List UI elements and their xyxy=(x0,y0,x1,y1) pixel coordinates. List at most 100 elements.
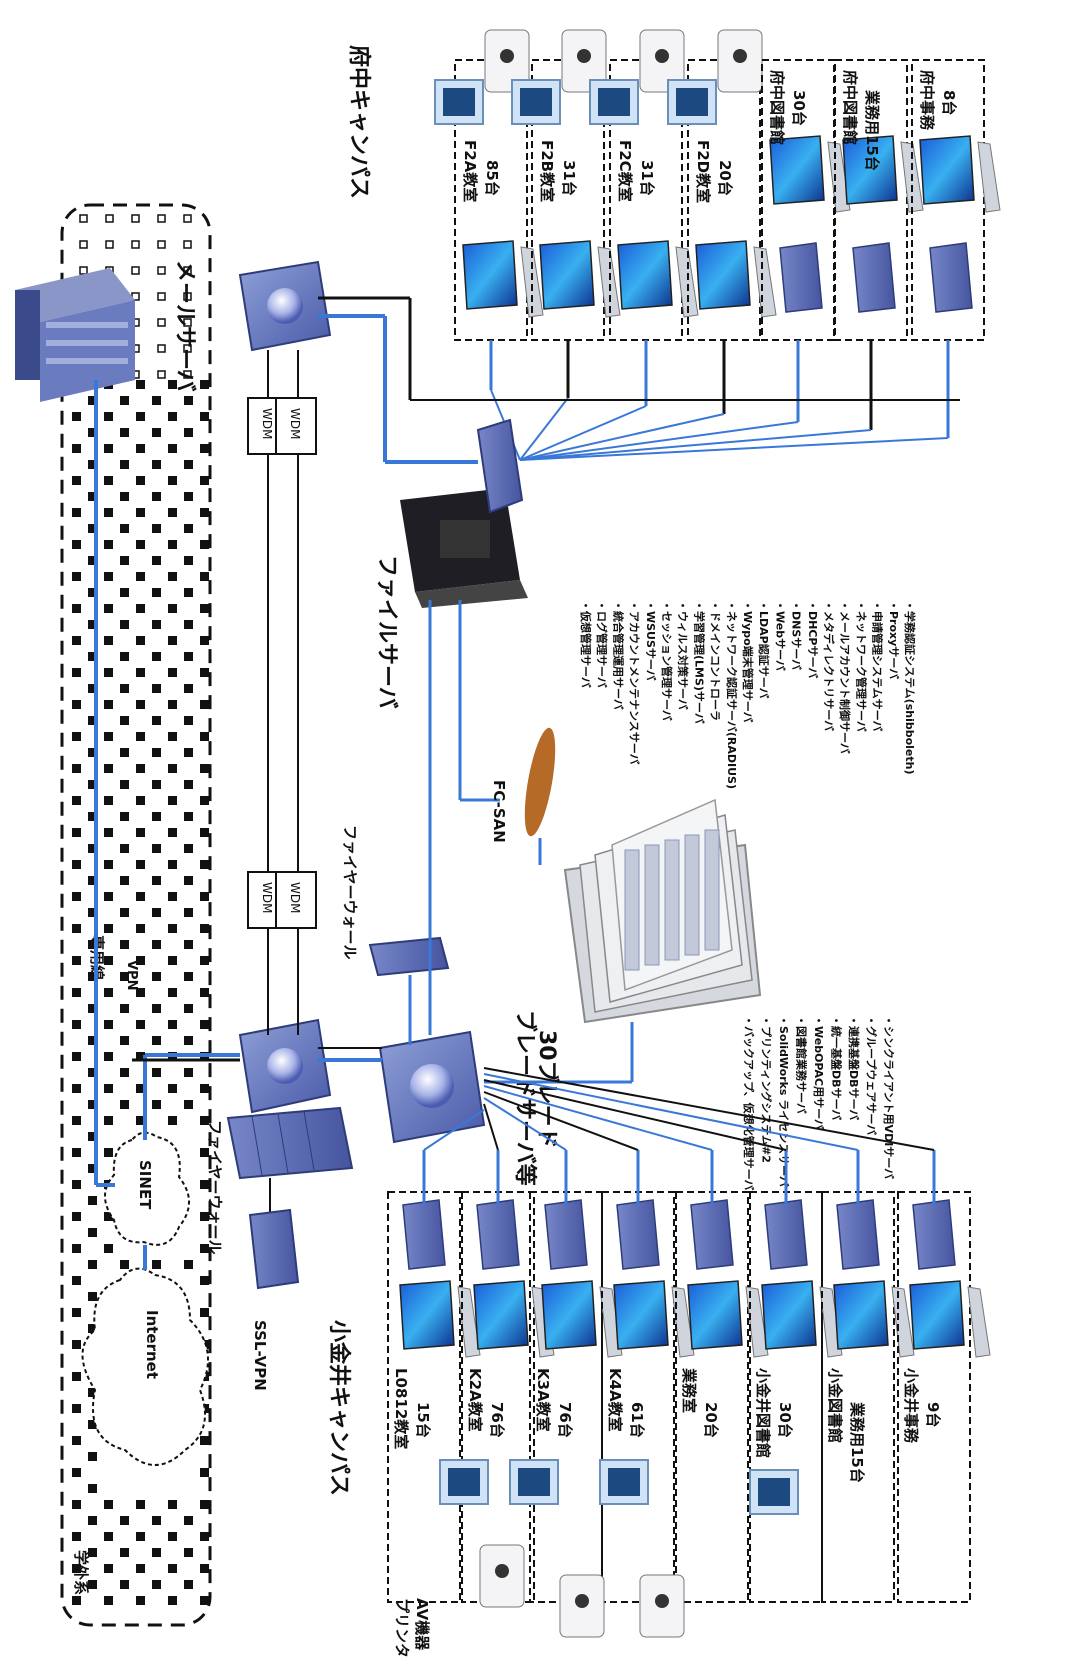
koganei-room-name: 小金図書館 xyxy=(826,1368,844,1443)
checker-square xyxy=(88,460,97,469)
checker-square xyxy=(200,956,209,965)
checker-square xyxy=(183,344,192,353)
checker-square xyxy=(88,620,97,629)
checker-square xyxy=(104,476,113,485)
projector-screen-icon xyxy=(589,79,639,125)
checker-square xyxy=(88,396,97,405)
fuchu-distribution-switch-icon xyxy=(476,418,524,514)
checker-square xyxy=(168,668,177,677)
checker-square xyxy=(72,604,81,613)
checker-square xyxy=(200,540,209,549)
other-server-item: ・学習管理(LMS)サーバ xyxy=(692,600,706,724)
checker-square xyxy=(88,1164,97,1173)
fuchu-room-count: 8台 xyxy=(940,90,958,115)
checker-square xyxy=(136,540,145,549)
access-switch-icon xyxy=(764,1199,808,1270)
access-switch-icon xyxy=(929,242,973,313)
checker-square xyxy=(152,588,161,597)
checker-square xyxy=(88,1580,97,1589)
checker-square xyxy=(104,1148,113,1157)
checker-square xyxy=(120,460,129,469)
checker-square xyxy=(120,844,129,853)
printer-label-2: AV機器 xyxy=(413,1598,431,1651)
checker-square xyxy=(200,1020,209,1029)
koganei-campus-label: 小金井キャンパス xyxy=(326,1320,352,1496)
checker-square xyxy=(72,700,81,709)
checker-square xyxy=(88,1196,97,1205)
checker-square xyxy=(136,668,145,677)
checker-square xyxy=(168,796,177,805)
checker-square xyxy=(136,1116,145,1125)
projector-screen-icon xyxy=(439,1459,489,1505)
checker-square xyxy=(120,1004,129,1013)
other-server-item: ・申請管理システムサーバ xyxy=(871,600,885,732)
checker-square xyxy=(184,1004,193,1013)
checker-square xyxy=(88,428,97,437)
checker-square xyxy=(157,344,166,353)
pc-icon xyxy=(539,240,621,318)
checker-square xyxy=(104,604,113,613)
checker-square xyxy=(72,1180,81,1189)
checker-square xyxy=(104,444,113,453)
other-server-item: ・WSUSサーバ xyxy=(644,600,657,681)
checker-square xyxy=(152,428,161,437)
other-server-item: ・ログ管理サーバ xyxy=(595,600,609,688)
firewall-right-label: ファイヤーウォール xyxy=(341,825,359,960)
other-server-item: ・学務認証システム(shibboleth) xyxy=(903,600,917,775)
fuchu-room-count: 業務用15台 xyxy=(863,89,881,171)
checker-square xyxy=(88,684,97,693)
checker-square xyxy=(184,428,193,437)
checker-square xyxy=(168,764,177,773)
checker-square xyxy=(131,214,140,223)
checker-square xyxy=(157,266,166,275)
checker-square xyxy=(157,240,166,249)
checker-square xyxy=(200,1564,209,1573)
checker-square xyxy=(136,796,145,805)
checker-square xyxy=(184,1516,193,1525)
checker-square xyxy=(120,524,129,533)
checker-square xyxy=(168,1532,177,1541)
checker-square xyxy=(120,748,129,757)
koganei-room-name: K2A教室 xyxy=(466,1368,484,1432)
checker-square xyxy=(200,1212,209,1221)
checker-square xyxy=(79,214,88,223)
printer-icon xyxy=(484,29,530,93)
checker-square xyxy=(120,1068,129,1077)
checker-square xyxy=(104,412,113,421)
checker-square xyxy=(184,396,193,405)
checker-square xyxy=(200,764,209,773)
checker-square xyxy=(152,1516,161,1525)
other-server-item: ・アカウントメンテナンスサーバ xyxy=(628,600,641,765)
checker-square xyxy=(152,1100,161,1109)
fuchu-room-name: 府中図書館 xyxy=(768,70,786,145)
koganei-room-name: 業務室 xyxy=(680,1367,698,1413)
checker-square xyxy=(136,508,145,517)
checker-square xyxy=(104,508,113,517)
other-server-item: ・ウィルス対策サーバ xyxy=(676,600,690,710)
checker-square xyxy=(104,1020,113,1029)
koganei-room-name: K3A教室 xyxy=(534,1368,552,1432)
koganei-room-name: L0812教室 xyxy=(392,1368,410,1449)
other-server-item: ・DNSサーバ xyxy=(790,600,803,670)
checker-square xyxy=(104,828,113,837)
checker-square xyxy=(152,748,161,757)
checker-square xyxy=(120,684,129,693)
checker-square xyxy=(168,732,177,741)
checker-square xyxy=(120,1036,129,1045)
ssl-vpn-label: SSL-VPN xyxy=(251,1320,269,1391)
checker-square xyxy=(72,892,81,901)
blade-server-item: ・WebOPAC用サーバ xyxy=(812,1015,825,1130)
checker-square xyxy=(120,556,129,565)
checker-square xyxy=(120,1260,129,1269)
checker-square xyxy=(88,1292,97,1301)
fuchu-core-switch-icon xyxy=(238,260,332,352)
other-server-item: ・メタディレクトリサーバ xyxy=(822,600,836,731)
checker-square xyxy=(200,412,209,421)
wdm-label-3: WDM xyxy=(260,882,274,913)
checker-square xyxy=(168,540,177,549)
checker-square xyxy=(72,1244,81,1253)
checker-square xyxy=(72,412,81,421)
checker-square xyxy=(88,1548,97,1557)
